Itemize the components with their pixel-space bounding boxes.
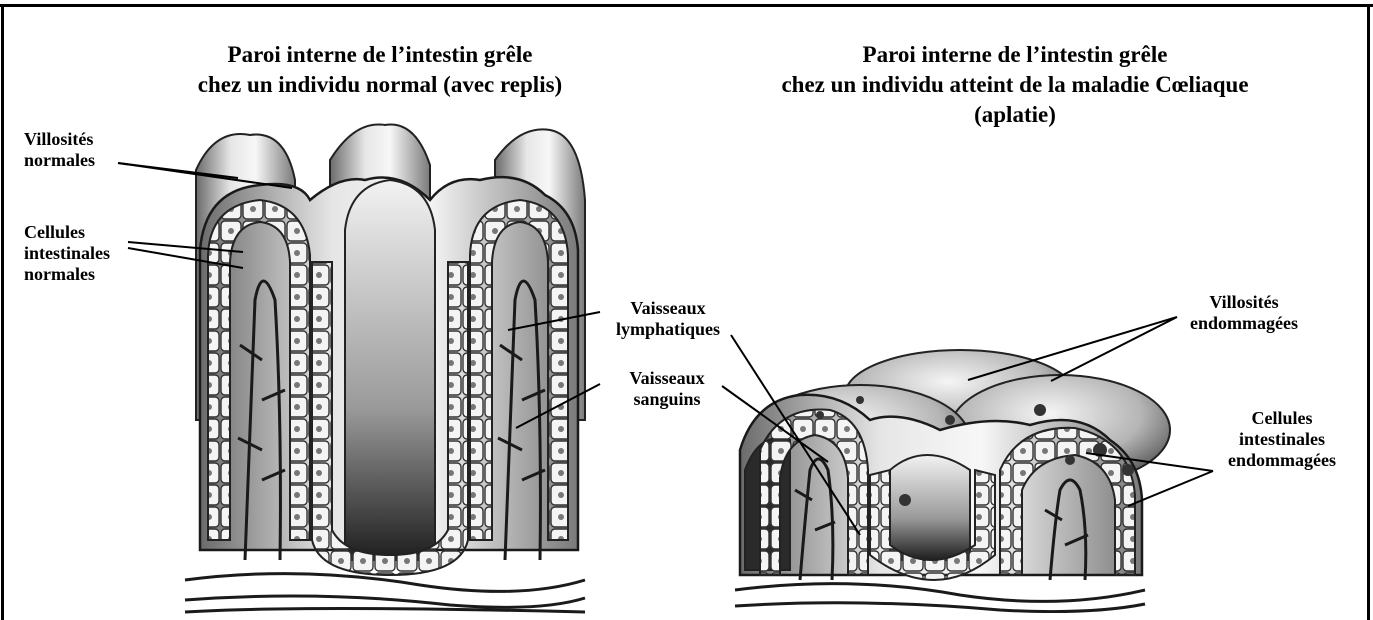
- label-villosites-endommagees-line1: Villosités: [1176, 292, 1312, 313]
- label-cellules-endommagees-line3: endommagées: [1212, 450, 1352, 471]
- label-cellules-endommagees-line2: intestinales: [1212, 429, 1352, 450]
- label-vaisseaux-sanguins: Vaisseaux sanguins: [607, 368, 727, 410]
- right-title-line2: chez un individu atteint de la maladie C…: [700, 70, 1330, 100]
- label-vaisseaux-lymphatiques-line1: Vaisseaux: [600, 298, 736, 319]
- label-villosites-normales-line1: Villosités: [24, 129, 95, 150]
- normal-villi-illustration: [185, 124, 585, 612]
- label-villosites-endommagees: Villosités endommagées: [1176, 292, 1312, 334]
- label-cellules-normales-line1: Cellules: [24, 222, 110, 243]
- damaged-base-vessels: [735, 584, 1145, 612]
- label-cellules-endommagees: Cellules intestinales endommagées: [1212, 408, 1352, 471]
- normal-base-vessels: [185, 574, 585, 612]
- label-vaisseaux-lymphatiques-line2: lymphatiques: [600, 319, 736, 340]
- right-panel-title: Paroi interne de l’intestin grêle chez u…: [700, 40, 1330, 130]
- central-crypt: [345, 180, 435, 560]
- label-villosites-normales: Villosités normales: [24, 129, 95, 171]
- right-title-line1: Paroi interne de l’intestin grêle: [700, 40, 1330, 70]
- right-title-line3: (aplatie): [700, 100, 1330, 130]
- damaged-crypt-center: [890, 455, 970, 560]
- label-vaisseaux-sanguins-line1: Vaisseaux: [607, 368, 727, 389]
- left-title-line2: chez un individu normal (avec replis): [130, 70, 630, 100]
- left-title-line1: Paroi interne de l’intestin grêle: [130, 40, 630, 70]
- label-cellules-endommagees-line1: Cellules: [1212, 408, 1352, 429]
- label-villosites-normales-line2: normales: [24, 150, 95, 171]
- label-vaisseaux-sanguins-line2: sanguins: [607, 389, 727, 410]
- left-panel-title: Paroi interne de l’intestin grêle chez u…: [130, 40, 630, 100]
- label-vaisseaux-lymphatiques: Vaisseaux lymphatiques: [600, 298, 736, 340]
- damaged-villi-illustration: [735, 350, 1170, 612]
- label-cellules-normales: Cellules intestinales normales: [24, 222, 110, 285]
- label-cellules-normales-line3: normales: [24, 264, 110, 285]
- label-villosites-endommagees-line2: endommagées: [1176, 313, 1312, 334]
- label-cellules-normales-line2: intestinales: [24, 243, 110, 264]
